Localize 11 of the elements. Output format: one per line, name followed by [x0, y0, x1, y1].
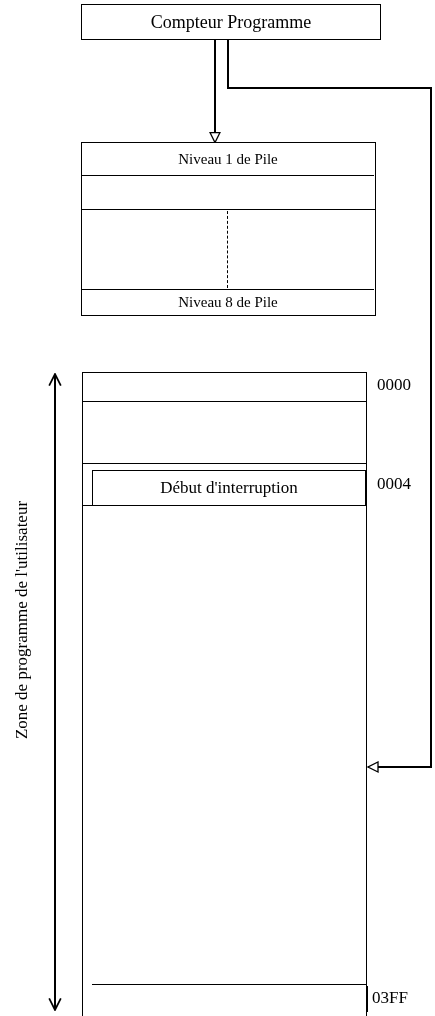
- arrow: [227, 39, 432, 773]
- memory-box: [82, 372, 367, 1016]
- register-box: Compteur Programme: [81, 4, 381, 40]
- memory-cell: Début d'interruption: [92, 470, 366, 506]
- axis-label: Zone de programme de l'utilisateur: [12, 500, 32, 740]
- address-label: 0004: [377, 474, 411, 494]
- arrow: [209, 39, 221, 144]
- stack-box: [81, 142, 376, 316]
- address-label: 03FF: [367, 986, 412, 1012]
- stack-level: Niveau 1 de Pile: [82, 143, 374, 176]
- address-label: 0000: [377, 375, 411, 395]
